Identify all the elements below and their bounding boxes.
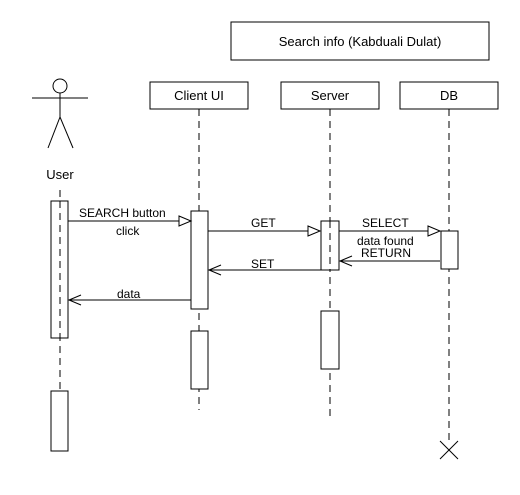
search-arrow-head xyxy=(178,215,193,227)
set-arrow-head xyxy=(207,264,222,276)
message-data: data xyxy=(67,287,191,306)
data-label: data xyxy=(117,287,141,301)
participant-client: Client UI xyxy=(149,81,249,110)
client-header-label: Client UI xyxy=(174,88,224,103)
message-search-click: SEARCH button click xyxy=(68,206,193,238)
set-label: SET xyxy=(251,257,275,271)
db-header-box xyxy=(399,81,499,110)
data-found-label: data found xyxy=(357,234,414,248)
get-arrow-head xyxy=(307,225,322,237)
search-label-line2: click xyxy=(116,224,140,238)
select-arrow-head xyxy=(427,225,442,237)
client-activation-1 xyxy=(190,210,209,310)
destroy-stroke-2 xyxy=(439,440,459,460)
actor-left-leg xyxy=(47,116,61,149)
actor-right-leg xyxy=(59,116,74,149)
message-set: SET xyxy=(207,257,321,276)
message-select: SELECT xyxy=(339,216,442,237)
actor-label: User xyxy=(46,167,74,182)
server-activation-2 xyxy=(320,310,340,370)
db-destroy-mark xyxy=(439,440,459,460)
db-activation-1 xyxy=(440,230,459,270)
data-arrow-head xyxy=(67,294,82,306)
client-header-box xyxy=(149,81,249,110)
actor-head xyxy=(52,78,68,94)
actor-user: User xyxy=(32,78,88,182)
participant-server: Server xyxy=(280,81,380,110)
title-box xyxy=(230,21,490,61)
message-get: GET xyxy=(208,216,322,237)
get-label: GET xyxy=(251,216,276,230)
client-activation-2 xyxy=(190,330,209,390)
diagram-title: Search info (Kabduali Dulat) xyxy=(279,34,442,49)
title-note: Search info (Kabduali Dulat) xyxy=(230,21,490,61)
search-label-line1: SEARCH button xyxy=(79,206,166,220)
user-activation-1 xyxy=(50,200,69,339)
db-header-label: DB xyxy=(440,88,458,103)
message-return: data found RETURN xyxy=(338,234,440,267)
return-label: RETURN xyxy=(361,246,411,260)
participant-db: DB xyxy=(399,81,499,110)
select-label: SELECT xyxy=(362,216,409,230)
server-header-box xyxy=(280,81,380,110)
user-activation-2 xyxy=(50,390,69,452)
return-arrow-head xyxy=(338,255,353,267)
server-header-label: Server xyxy=(311,88,350,103)
